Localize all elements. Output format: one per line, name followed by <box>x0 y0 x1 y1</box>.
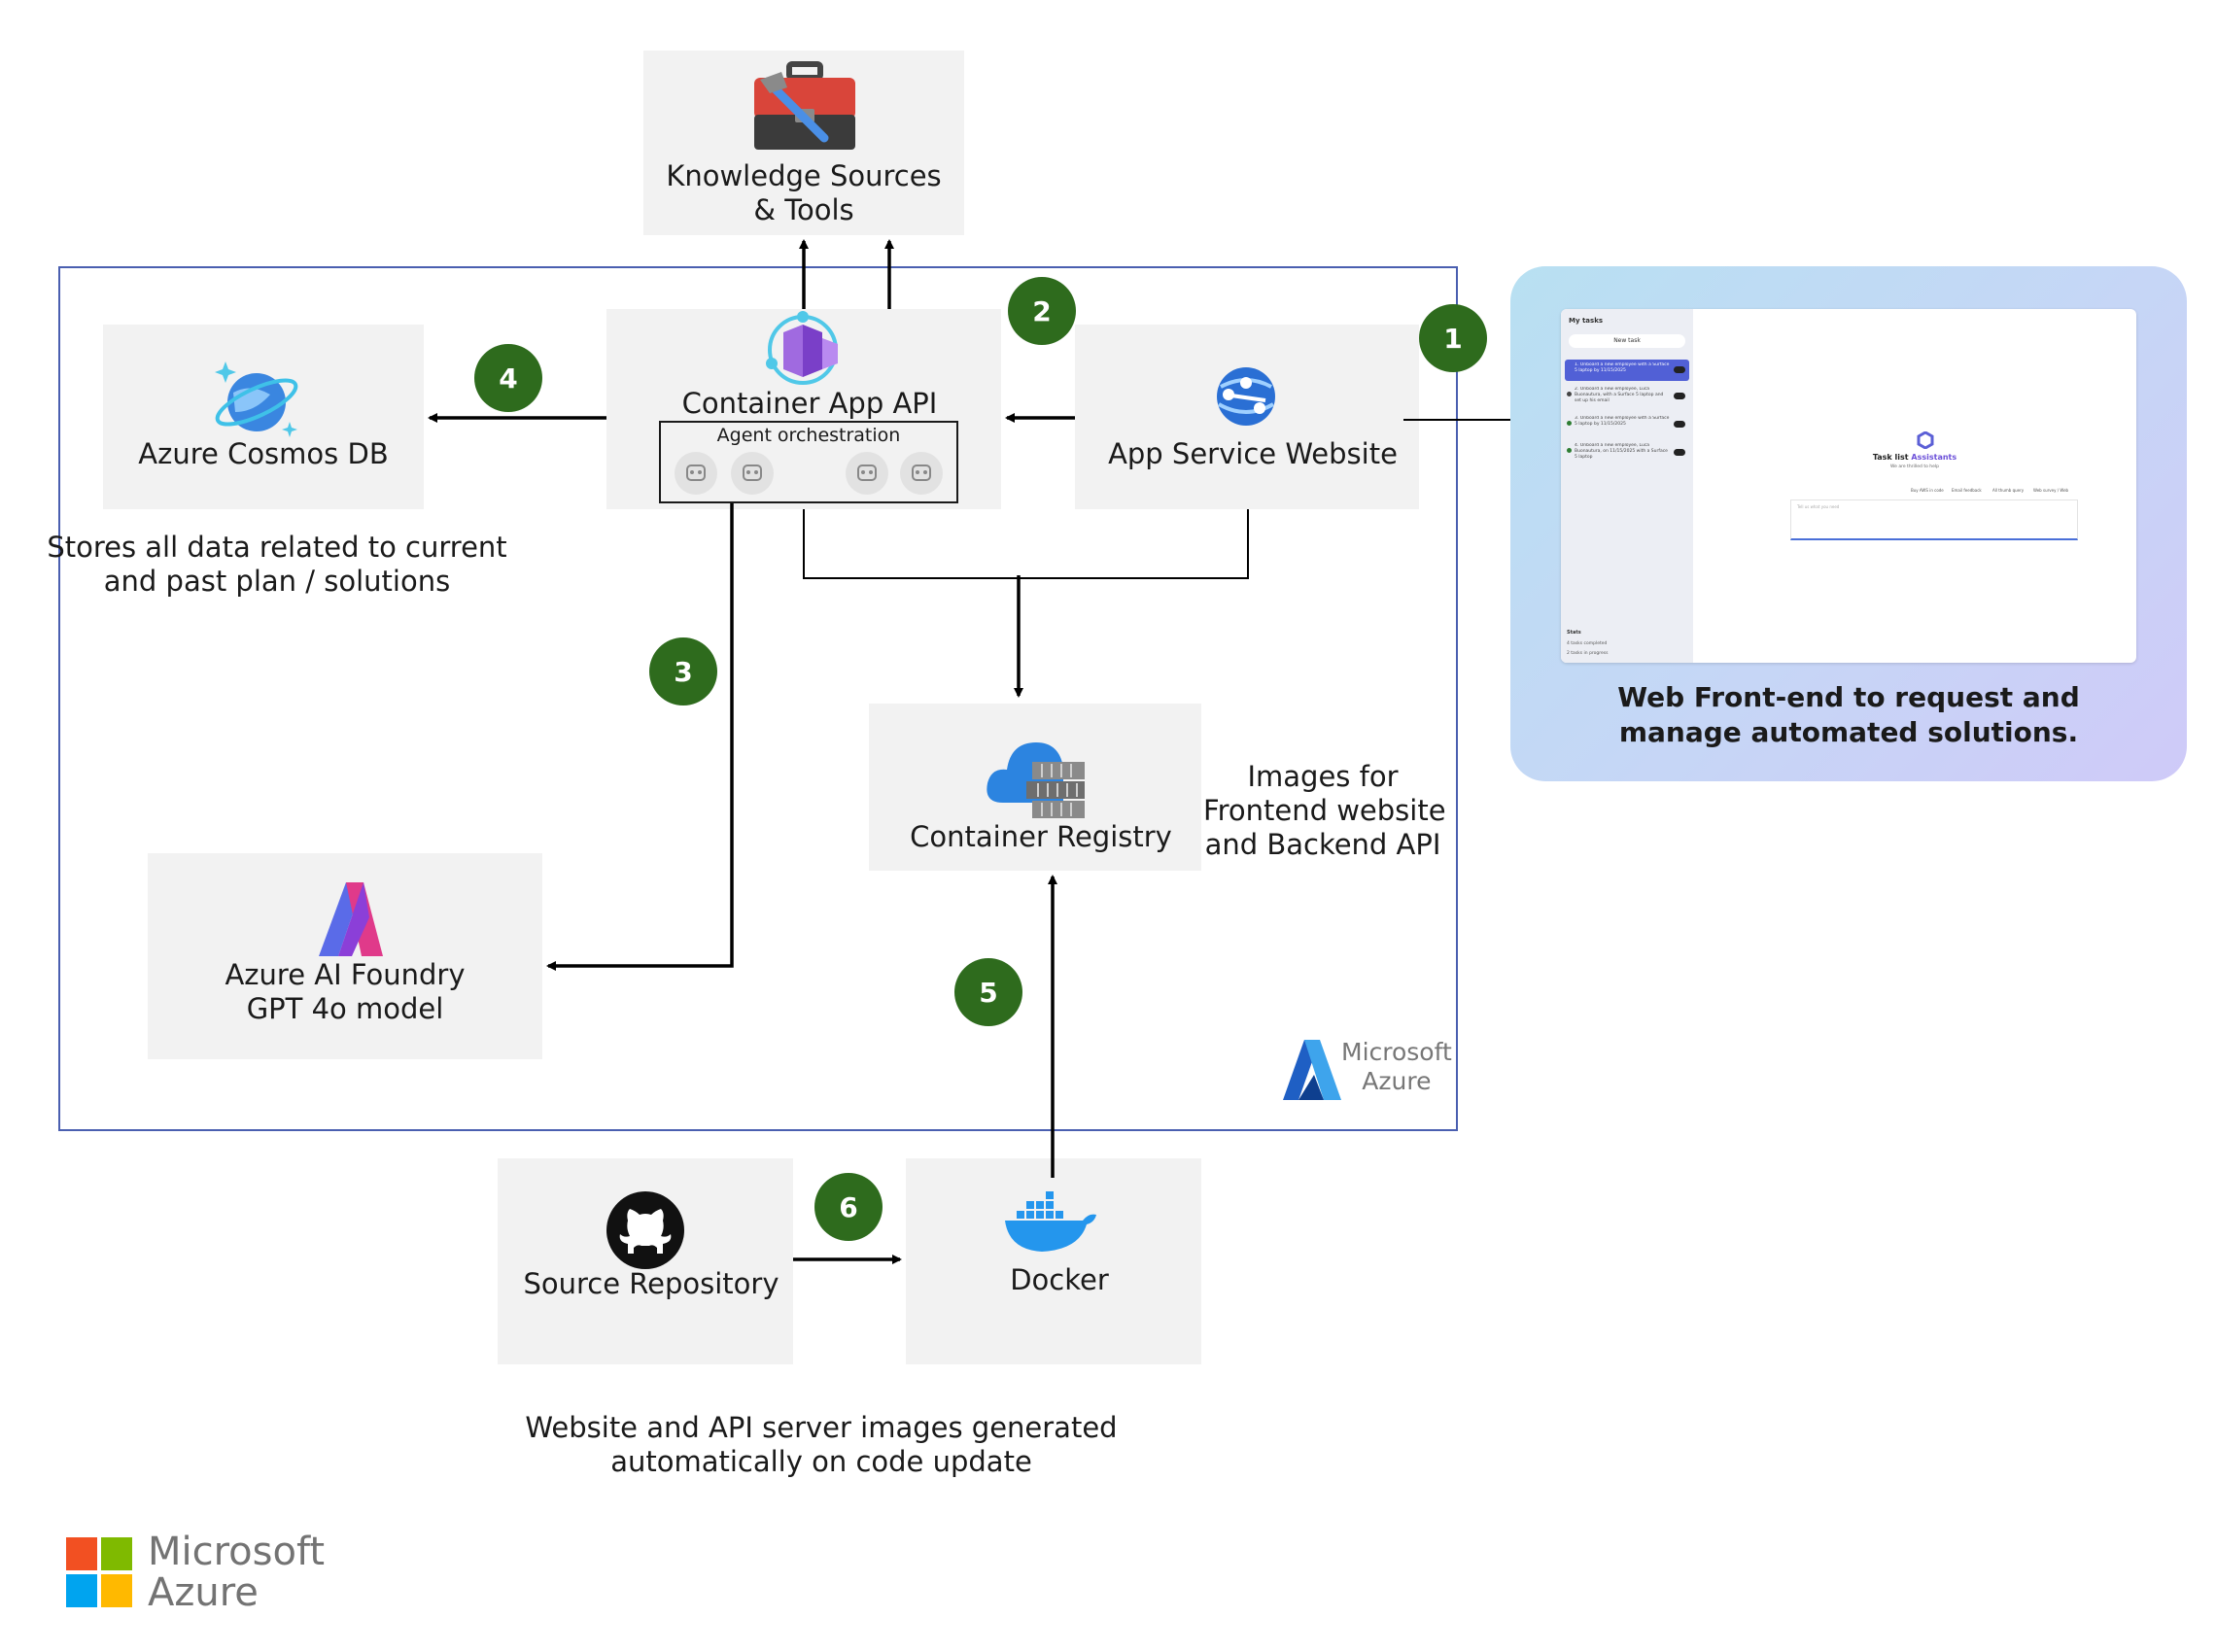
mock-task-label: 4. Onboard a new employee, Luca Buonautu… <box>1575 443 1668 460</box>
mock-suggestion-chip[interactable]: Email feedback <box>1952 488 1982 493</box>
container-registry-icon <box>987 742 1085 818</box>
pipeline-note: Website and API server images generated … <box>505 1411 1137 1479</box>
container-registry-label: Container Registry <box>910 820 1172 853</box>
pipeline-note-line: automatically on code update <box>610 1445 1032 1478</box>
step-badge-1: 1 <box>1419 304 1487 372</box>
app-service-website-label: App Service Website <box>1108 437 1398 470</box>
mock-center-title: Task list Assistants <box>1693 453 2136 462</box>
mock-task-item[interactable]: 3. Onboard a new employee with a Surface… <box>1565 416 1689 435</box>
docker-icon <box>1005 1191 1096 1252</box>
mock-center-title-text: Task list <box>1872 453 1909 462</box>
mock-sidebar-title: My tasks <box>1569 317 1604 325</box>
azure-ai-foundry-label: Azure AI Foundry GPT 4o model <box>148 958 542 1026</box>
frontend-caption-line: Web Front-end to request and <box>1617 681 2080 713</box>
registry-note-line: and Backend API <box>1204 828 1441 861</box>
knowledge-sources-label: Knowledge Sources & Tools <box>643 159 964 227</box>
registry-note-line: Images for <box>1247 760 1399 793</box>
knowledge-sources-label-line: & Tools <box>753 193 854 226</box>
mock-suggestion-chip[interactable]: Buy AWS in code <box>1911 488 1944 493</box>
agent-orchestration-box: Agent orchestration <box>659 421 958 503</box>
azure-ai-foundry-label-line: GPT 4o model <box>246 992 444 1025</box>
microsoft-logo-icon <box>66 1537 132 1607</box>
mock-stat: 2 tasks in progress <box>1567 651 1609 656</box>
azure-boundary-logo-line: Microsoft <box>1341 1038 1452 1066</box>
mock-task-item[interactable]: 4. Onboard a new employee, Luca Buonautu… <box>1565 443 1689 468</box>
footer-logo-line: Microsoft <box>148 1530 326 1574</box>
cosmos-note: Stores all data related to current and p… <box>39 531 515 599</box>
container-apps-icon <box>766 311 838 385</box>
mock-stat: 4 tasks completed <box>1567 641 1608 646</box>
azure-cosmos-db-label: Azure Cosmos DB <box>138 437 389 470</box>
arrow-api-to-foundry <box>546 503 734 971</box>
cosmos-db-icon <box>215 361 298 437</box>
docker-label: Docker <box>1010 1263 1109 1296</box>
registry-note: Images for Frontend website and Backend … <box>1203 760 1446 862</box>
step-badge-4: 4 <box>474 344 542 412</box>
mock-task-item[interactable]: 2. Onboard a new employee, Luca Buonautu… <box>1565 387 1689 412</box>
frontend-caption-line: manage automated solutions. <box>1618 716 2079 748</box>
azure-boundary-logo-line: Azure <box>1362 1067 1432 1095</box>
step-badge-6: 6 <box>814 1173 883 1241</box>
mock-center-subtitle: We are thrilled to help <box>1889 465 1940 469</box>
mock-task-label: 2. Onboard a new employee, Luca Buonautu… <box>1575 387 1664 403</box>
registry-merge-line <box>803 509 1249 579</box>
github-icon <box>606 1191 684 1269</box>
robot-icon <box>675 452 717 495</box>
registry-note-line: Frontend website <box>1203 794 1446 827</box>
azure-ai-foundry-label-line: Azure AI Foundry <box>225 958 466 991</box>
mock-chat-input[interactable]: Tell us what you need <box>1790 499 2078 540</box>
frontend-caption: Web Front-end to request and manage auto… <box>1510 680 2187 750</box>
web-frontend-screenshot: My tasks New task 1. Onboard a new emplo… <box>1561 309 2136 663</box>
ai-foundry-icon <box>319 882 383 956</box>
mock-center-title-accent: Assistants <box>1911 453 1957 462</box>
knowledge-sources-label-line: Knowledge Sources <box>666 159 942 192</box>
mock-app-logo-icon <box>1917 431 1934 449</box>
step-badge-3: 3 <box>649 637 717 706</box>
mock-suggestion-chip[interactable]: All thumb query <box>1992 488 2025 493</box>
agent-orchestration-label: Agent orchestration <box>716 425 901 446</box>
step-badge-5: 5 <box>954 958 1022 1026</box>
cosmos-note-line: and past plan / solutions <box>103 565 451 598</box>
mock-stats-title: Stats <box>1567 630 1581 636</box>
mock-task-item-selected[interactable]: 1. Onboard a new employee with a Surface… <box>1565 360 1689 381</box>
azure-logo-icon <box>1283 1040 1341 1100</box>
mock-task-label: 3. Onboard a new employee with a Surface… <box>1575 416 1670 427</box>
container-app-api-label: Container App API <box>681 387 938 420</box>
robot-icon <box>900 452 943 495</box>
step-badge-2: 2 <box>1008 277 1076 345</box>
robot-icon <box>731 452 774 495</box>
mock-suggestion-chip[interactable]: Web survey / Web <box>2033 488 2069 493</box>
footer-logo-text: Microsoft Azure <box>148 1532 325 1613</box>
pipeline-note-line: Website and API server images generated <box>525 1411 1118 1444</box>
source-repository-label: Source Repository <box>523 1267 779 1300</box>
mock-chat-input-placeholder: Tell us what you need <box>1797 504 1840 509</box>
mock-new-task-label: New task <box>1613 337 1641 344</box>
mock-new-task-button[interactable]: New task <box>1569 334 1685 348</box>
cosmos-note-line: Stores all data related to current <box>47 531 507 564</box>
mock-sidebar: My tasks New task 1. Onboard a new emplo… <box>1561 309 1693 663</box>
azure-boundary-logo-text: Microsoft Azure <box>1341 1038 1452 1096</box>
azure-boundary <box>58 266 1458 1131</box>
footer-logo-line: Azure <box>148 1570 259 1615</box>
toolbox-icon <box>754 61 855 150</box>
mock-task-label: 1. Onboard a new employee with a Surface… <box>1575 362 1670 373</box>
app-service-icon <box>1217 367 1275 426</box>
robot-icon <box>846 452 888 495</box>
